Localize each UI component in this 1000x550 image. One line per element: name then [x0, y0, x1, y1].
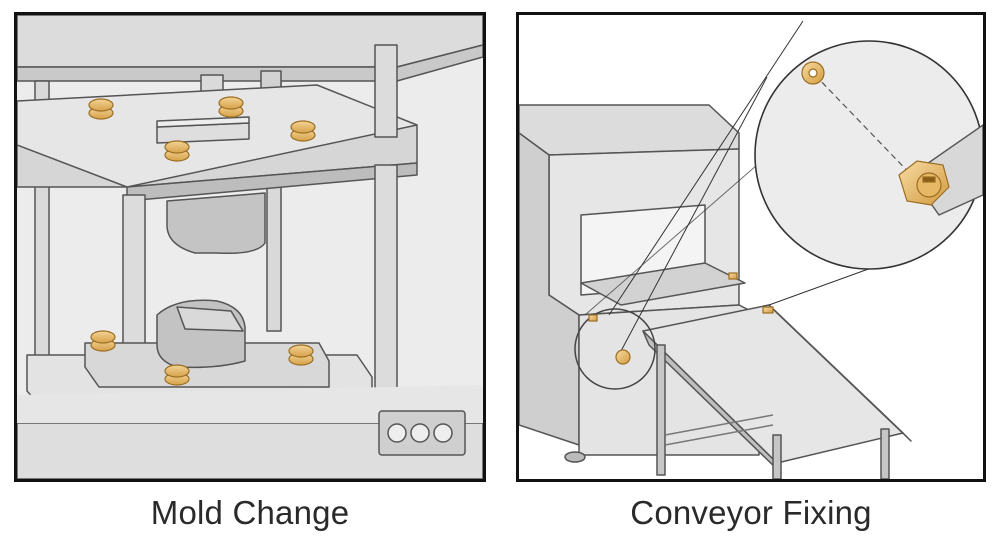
press-machine-illustration	[17, 15, 483, 479]
quick-mold-clamp-icon	[218, 96, 244, 118]
quick-mold-clamp-icon	[588, 314, 598, 322]
quick-mold-clamp-icon	[762, 306, 774, 314]
quick-mold-clamp-icon	[290, 120, 316, 142]
conveyor-machine-illustration	[519, 15, 983, 479]
quick-mold-clamp-icon	[288, 344, 314, 366]
clamp-group-upper	[88, 96, 316, 162]
quick-mold-clamp-icon	[90, 330, 116, 352]
quick-mold-clamp-icon	[164, 140, 190, 162]
clamp-group-lower	[90, 330, 314, 386]
mold-change-caption: Mold Change	[150, 494, 350, 531]
mold-change-panel	[14, 12, 486, 482]
conveyor-fixing-caption: Conveyor Fixing	[630, 494, 872, 531]
quick-mold-clamp-icon	[801, 61, 825, 85]
quick-mold-clamp-icon	[898, 160, 950, 206]
magnifier-callout-icon	[754, 40, 983, 270]
conveyor-fixing-panel	[516, 12, 986, 482]
quick-mold-clamp-icon	[88, 98, 114, 120]
quick-mold-clamp-icon	[728, 272, 738, 280]
quick-mold-clamp-icon	[164, 364, 190, 386]
quick-mold-clamp-icon	[615, 349, 631, 365]
